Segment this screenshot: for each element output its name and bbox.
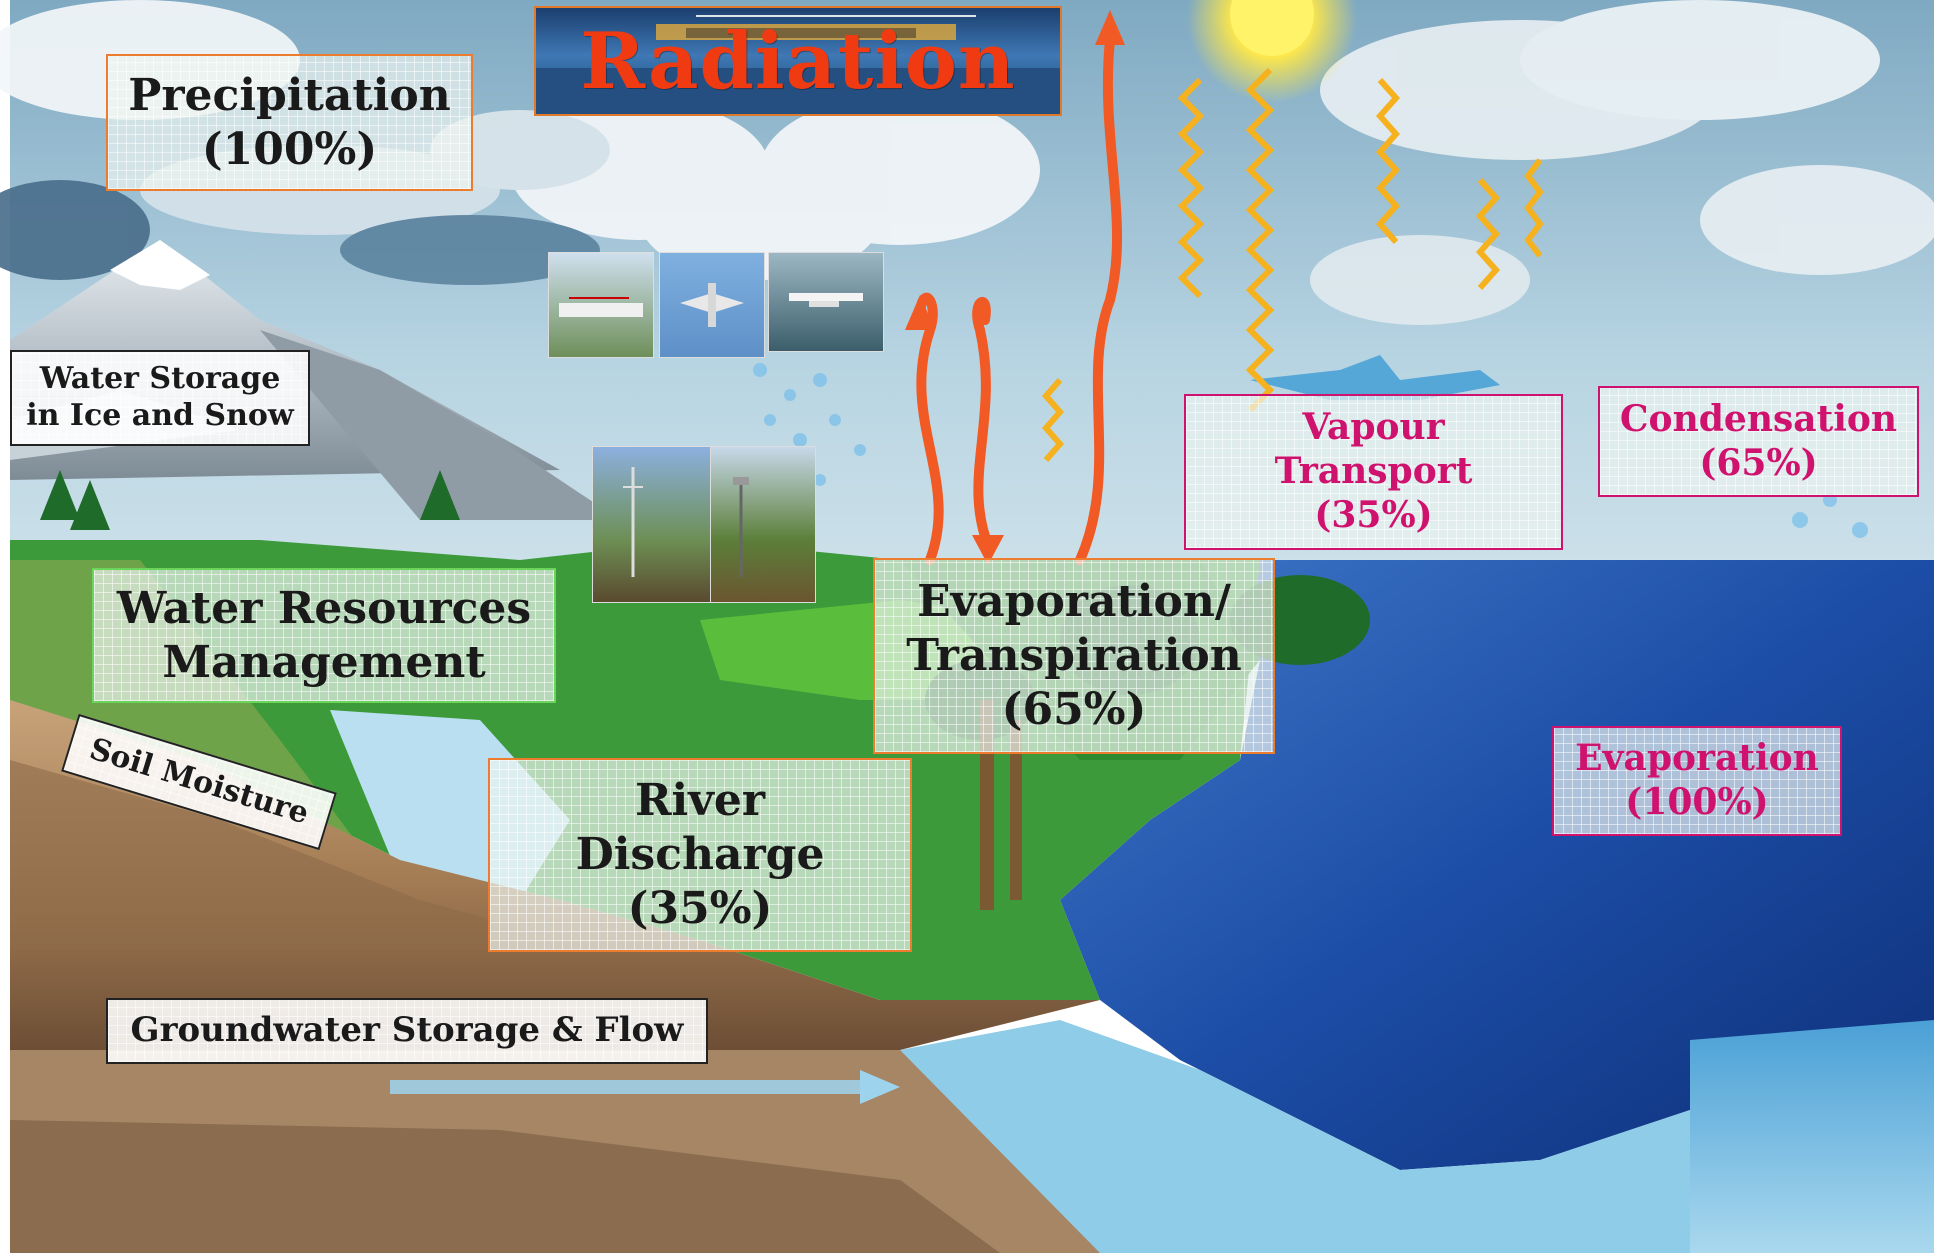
solar-radiation-waves	[1042, 67, 1544, 462]
water-resources-line1: Water Resources	[116, 582, 532, 634]
groundwater-text: Groundwater Storage & Flow	[130, 1010, 684, 1051]
water-storage-line1: Water Storage	[39, 361, 281, 397]
radiation-arrows	[915, 35, 1122, 565]
water-resources-line2: Management	[162, 636, 486, 688]
river-discharge-line2: Discharge	[575, 829, 825, 881]
evapotranspiration-percent: (65%)	[1001, 683, 1147, 735]
groundwater-label: Groundwater Storage & Flow	[106, 998, 708, 1064]
river-discharge-percent: (35%)	[627, 882, 773, 934]
vapour-transport-percent: (35%)	[1314, 493, 1433, 536]
ocean-evaporation-percent: (100%)	[1625, 781, 1769, 823]
precipitation-text: Precipitation	[128, 69, 451, 121]
water-storage-ice-snow-label: Water Storage in Ice and Snow	[10, 350, 310, 446]
radiation-banner: Radiation	[534, 6, 1062, 116]
vineyard-station-photo	[710, 446, 816, 603]
aircraft-photo	[659, 252, 765, 358]
river-discharge-line1: River	[634, 775, 766, 827]
clouds	[0, 0, 1934, 325]
evapotranspiration-label: Evaporation/ Transpiration (65%)	[873, 558, 1275, 754]
vapour-transport-label: Vapour Transport (35%)	[1184, 394, 1563, 550]
groundwater-flow-arrow	[390, 1070, 900, 1104]
ocean-evaporation-text: Evaporation	[1575, 737, 1819, 780]
satellite-icon	[536, 15, 1060, 114]
seaplane-photo	[768, 252, 884, 352]
condensation-percent: (65%)	[1699, 441, 1818, 484]
flux-tower-photo	[592, 446, 711, 603]
precipitation-label: Precipitation (100%)	[106, 54, 473, 191]
vapour-transport-line2: Transport	[1274, 450, 1473, 493]
airplane-icon	[1250, 355, 1500, 400]
radiation-title: Radiation	[580, 15, 1016, 107]
ocean	[1060, 560, 1934, 1170]
ocean-evaporation-label: Evaporation (100%)	[1552, 726, 1842, 836]
evapotranspiration-line2: Transpiration	[906, 630, 1242, 682]
vapour-transport-line1: Vapour	[1302, 406, 1445, 449]
precipitation-percent: (100%)	[201, 123, 378, 175]
water-resources-management-label: Water Resources Management	[92, 568, 556, 703]
river-discharge-label: River Discharge (35%)	[488, 758, 912, 952]
water-storage-line2: in Ice and Snow	[26, 398, 294, 433]
evapotranspiration-line1: Evaporation/	[917, 576, 1231, 628]
condensation-text: Condensation	[1619, 397, 1898, 440]
sky-arrow-aircraft-photo	[548, 252, 654, 358]
condensation-label: Condensation (65%)	[1598, 386, 1919, 497]
ocean-cross-section	[1690, 1020, 1934, 1253]
